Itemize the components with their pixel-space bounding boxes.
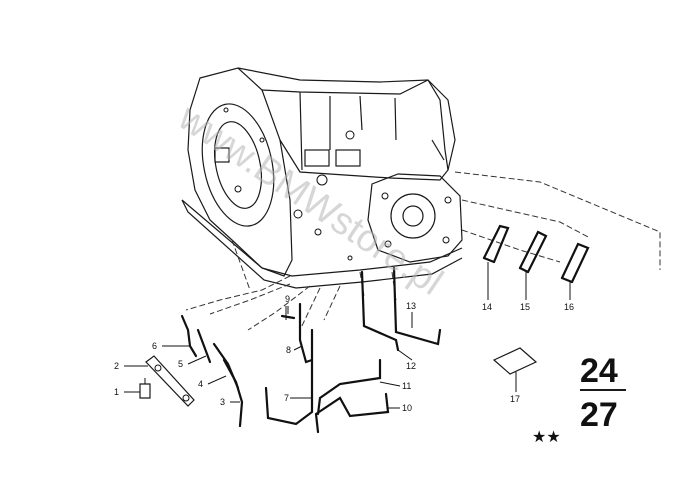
callout-14: 14: [482, 302, 492, 312]
callout-6: 6: [152, 341, 157, 351]
part-14-bracket: [482, 224, 510, 264]
callout-17: 17: [510, 394, 520, 404]
callout-labels: 1 2 3 4 5 6 7 8 9 10 11 12 13 14 15 16 1…: [114, 294, 574, 413]
callout-9: 9: [285, 294, 290, 304]
callout-4: 4: [198, 379, 203, 389]
leader-dashes: [185, 171, 661, 331]
callout-3: 3: [220, 397, 225, 407]
callout-10: 10: [402, 403, 412, 413]
callout-2: 2: [114, 361, 119, 371]
callout-15: 15: [520, 302, 530, 312]
rating-stars: ★★: [532, 427, 561, 446]
callout-13: 13: [406, 301, 416, 311]
part-1-bolt: [139, 378, 151, 399]
group-number: 24 27: [580, 352, 626, 434]
part-5-pipe: [196, 328, 212, 364]
part-12-pipe: [360, 270, 400, 352]
part-8-pipe: [298, 302, 314, 364]
callout-16: 16: [564, 302, 574, 312]
part-13-pipe: [392, 266, 442, 346]
part-2-bracket: [145, 355, 195, 407]
part-3-pipe: [222, 358, 244, 428]
callout-7: 7: [284, 393, 289, 403]
part-6-pipe: [180, 314, 198, 358]
part-7-pipe: [264, 328, 314, 426]
part-10-pipe: [314, 392, 390, 434]
callout-1: 1: [114, 387, 119, 397]
part-16-bracket: [560, 242, 590, 284]
transmission-housing: [181, 67, 463, 289]
callout-5: 5: [178, 359, 183, 369]
part-9-clip: [280, 306, 296, 320]
callout-11: 11: [402, 381, 411, 391]
part-17-gasket: [492, 347, 538, 375]
callout-leaders: [124, 262, 571, 409]
part-11-pipe: [316, 358, 382, 416]
watermark: www.BMWstore.pl: [170, 96, 450, 304]
callout-8: 8: [286, 345, 291, 355]
callout-12: 12: [406, 361, 416, 371]
part-4-pipe: [212, 342, 240, 390]
part-15-bracket: [518, 230, 548, 274]
group-number-top: 24: [580, 352, 618, 390]
group-number-bottom: 27: [580, 396, 618, 434]
